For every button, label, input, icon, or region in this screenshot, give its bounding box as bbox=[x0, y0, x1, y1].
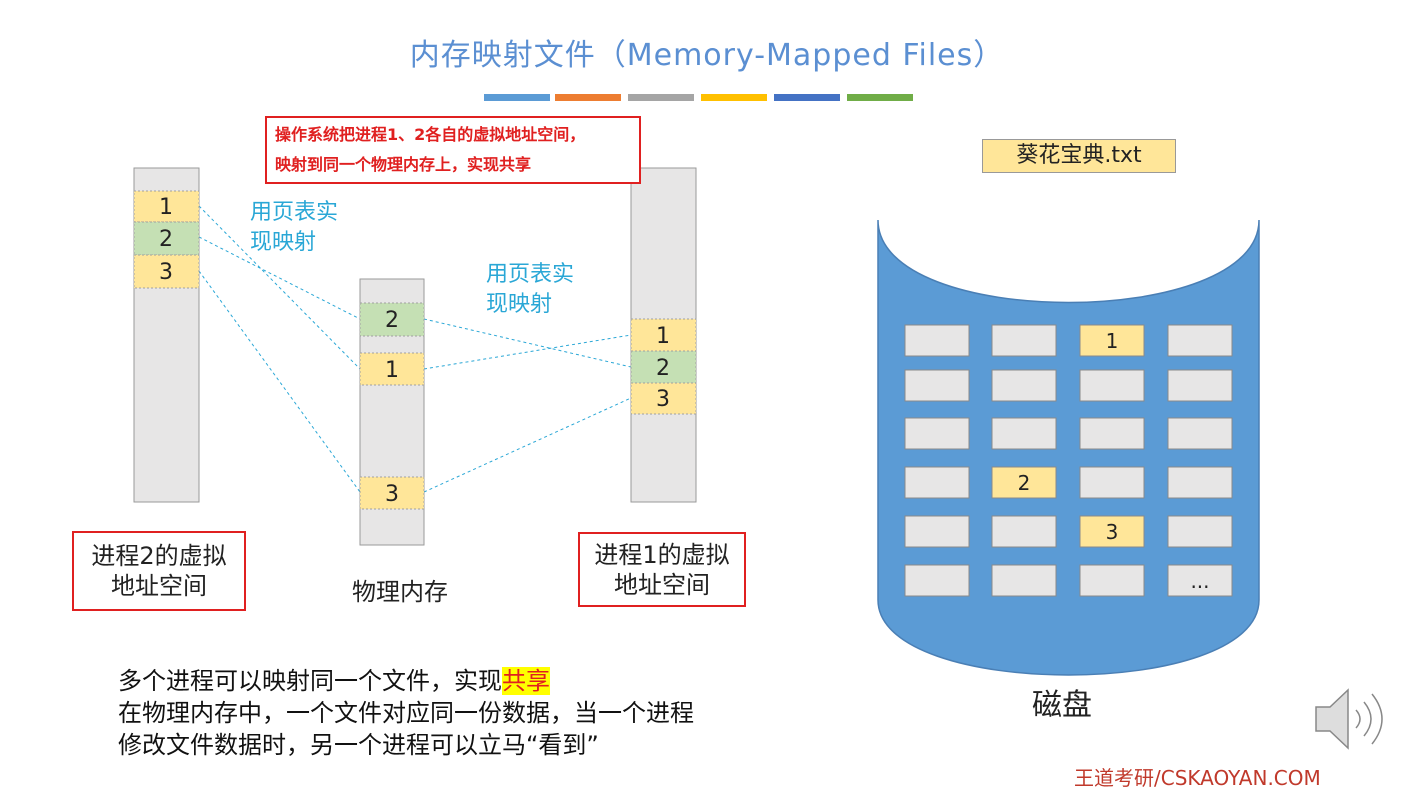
physical-frame bbox=[359, 352, 425, 386]
mapping-label-line: 用页表实 bbox=[486, 262, 575, 287]
speaker-wave bbox=[1363, 701, 1372, 737]
disk-block bbox=[1079, 417, 1145, 450]
disk-block bbox=[1167, 417, 1233, 450]
disk-block bbox=[991, 369, 1057, 402]
color-bar bbox=[484, 94, 550, 101]
notes-line-2: 在物理内存中，一个文件对应同一份数据，当一个进程 bbox=[118, 699, 694, 727]
mapping-lines bbox=[198, 205, 632, 493]
proc1-page-label: 3 bbox=[656, 387, 670, 412]
proc2-page bbox=[133, 254, 200, 289]
proc1-caption-line: 进程1的虚拟 bbox=[594, 540, 730, 569]
notes-line-1: 多个进程可以映射同一个文件，实现共享 bbox=[118, 665, 798, 697]
mapping-label-line: 用页表实 bbox=[250, 200, 339, 225]
mapping-line bbox=[198, 270, 361, 493]
disk-block bbox=[1079, 369, 1145, 402]
mapping-line bbox=[423, 334, 632, 370]
disk-block-label: 2 bbox=[1018, 471, 1031, 495]
proc1-caption: 进程1的虚拟 地址空间 bbox=[578, 532, 746, 607]
proc2-address-space: 1 2 3 bbox=[133, 167, 200, 503]
proc2-page-label: 1 bbox=[159, 195, 173, 220]
proc1-page bbox=[630, 318, 697, 352]
disk-block bbox=[991, 324, 1057, 357]
disk-block bbox=[1167, 515, 1233, 548]
color-bar bbox=[555, 94, 621, 101]
disk-block bbox=[1079, 515, 1145, 548]
disk-block bbox=[904, 324, 970, 357]
callout-box: 操作系统把进程1、2各自的虚拟地址空间， 映射到同一个物理内存上，实现共享 bbox=[265, 116, 641, 184]
disk-block bbox=[1167, 324, 1233, 357]
disk-block-label: 3 bbox=[1106, 520, 1119, 544]
mapping-line bbox=[198, 205, 361, 370]
disk-block bbox=[904, 515, 970, 548]
notes: 多个进程可以映射同一个文件，实现共享 在物理内存中，一个文件对应同一份数据，当一… bbox=[118, 665, 798, 761]
mapping-label-right: 用页表实 现映射 bbox=[486, 260, 574, 320]
disk-block bbox=[1167, 564, 1233, 597]
disk-caption: 磁盘 bbox=[1032, 688, 1092, 723]
speaker-body bbox=[1315, 688, 1349, 750]
physical-frame bbox=[359, 302, 425, 337]
proc1-caption-line: 地址空间 bbox=[614, 570, 710, 599]
notes-line-3: 修改文件数据时，另一个进程可以立马“看到” bbox=[118, 731, 599, 759]
disk: 1 2 3... bbox=[877, 219, 1260, 676]
notes-highlight: 共享 bbox=[502, 667, 550, 695]
color-bar bbox=[701, 94, 767, 101]
callout-line: 映射到同一个物理内存上，实现共享 bbox=[275, 155, 532, 174]
disk-block-label: 1 bbox=[1106, 329, 1119, 353]
proc2-page-label: 2 bbox=[159, 227, 173, 252]
mapping-line bbox=[423, 318, 632, 368]
disk-block-label: ... bbox=[1190, 569, 1209, 593]
proc1-page bbox=[630, 382, 697, 415]
disk-block bbox=[991, 417, 1057, 450]
disk-body bbox=[877, 219, 1260, 676]
mapping-line bbox=[198, 236, 361, 320]
file-name: 葵花宝典.txt bbox=[982, 139, 1176, 173]
proc2-caption-line: 地址空间 bbox=[111, 572, 207, 600]
mapping-label-left: 用页表实 现映射 bbox=[250, 198, 338, 258]
page-title: 内存映射文件（Memory-Mapped Files） bbox=[409, 38, 1005, 73]
disk-block bbox=[904, 564, 970, 597]
physical-memory-caption: 物理内存 bbox=[352, 578, 448, 606]
disk-block bbox=[1079, 324, 1145, 357]
physical-memory: 2 1 3 bbox=[359, 278, 425, 546]
color-bar bbox=[628, 94, 694, 101]
speaker-wave bbox=[1355, 709, 1361, 729]
disk-block bbox=[991, 564, 1057, 597]
disk-block bbox=[1167, 369, 1233, 402]
disk-block bbox=[1167, 466, 1233, 499]
proc1-page-label: 2 bbox=[656, 356, 670, 381]
physical-frame bbox=[359, 476, 425, 510]
disk-block bbox=[1079, 466, 1145, 499]
disk-block bbox=[1079, 564, 1145, 597]
mapping-label-line: 现映射 bbox=[250, 230, 317, 255]
physical-frame-label: 1 bbox=[385, 358, 399, 383]
proc1-page bbox=[630, 350, 697, 384]
callout-line: 操作系统把进程1、2各自的虚拟地址空间， bbox=[275, 125, 586, 144]
mapping-label-line: 现映射 bbox=[486, 292, 553, 317]
speaker-icon bbox=[1315, 688, 1383, 750]
mapping-line bbox=[423, 397, 632, 493]
color-bar bbox=[847, 94, 913, 101]
credit: 王道考研/CSKAOYAN.COM bbox=[1074, 766, 1321, 790]
physical-frame-label: 3 bbox=[385, 482, 399, 507]
proc2-caption: 进程2的虚拟 地址空间 bbox=[72, 531, 246, 611]
proc1-page-label: 1 bbox=[656, 324, 670, 349]
disk-block bbox=[904, 466, 970, 499]
physical-frame-label: 2 bbox=[385, 308, 399, 333]
disk-block bbox=[904, 417, 970, 450]
notes-line-1-text: 多个进程可以映射同一个文件，实现 bbox=[118, 667, 502, 695]
proc1-address-space: 1 2 3 bbox=[630, 167, 697, 503]
disk-block bbox=[904, 369, 970, 402]
proc2-page-label: 3 bbox=[159, 260, 173, 285]
proc2-caption-line: 进程2的虚拟 bbox=[91, 542, 227, 570]
disk-blocks: 1 2 3... bbox=[904, 324, 1233, 597]
proc2-page bbox=[133, 190, 200, 223]
disk-block bbox=[991, 515, 1057, 548]
speaker-wave bbox=[1371, 693, 1383, 745]
color-bar bbox=[774, 94, 840, 101]
proc2-page bbox=[133, 221, 200, 256]
disk-block bbox=[991, 466, 1057, 499]
